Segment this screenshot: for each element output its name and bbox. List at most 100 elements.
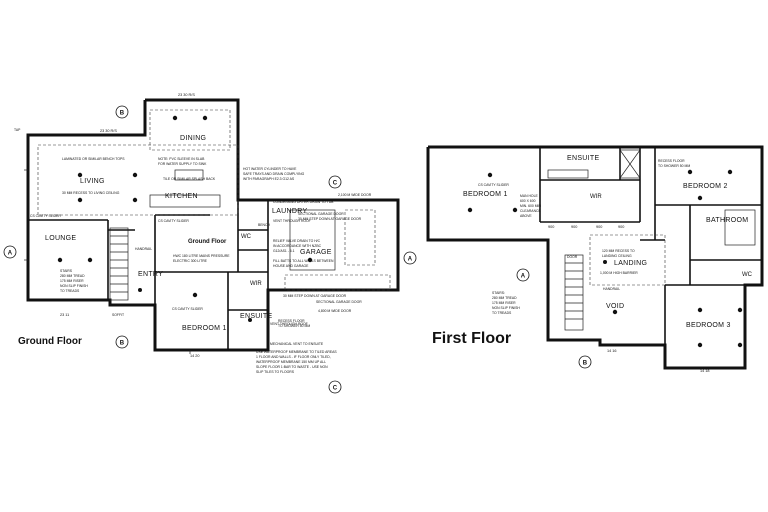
light-fixture — [138, 288, 142, 292]
room-first-void: VOID — [606, 303, 624, 310]
landing-recess-outline — [589, 234, 666, 286]
room-lounge: LOUNGE — [45, 235, 76, 242]
room-first-bedroom-3: BEDROOM 3 — [686, 322, 731, 329]
note-step-down2: 30 MM STEP DOWN AT GARAGE DOOR — [283, 294, 347, 298]
note-waterproof5: SLIP TILES TO FLOORS — [256, 370, 295, 374]
note-stairs2: 280 MM TREAD — [60, 274, 85, 278]
note-recess-floor2: TO SHOWER 50 MM — [278, 324, 310, 328]
svg-text:B: B — [583, 361, 588, 367]
first-floor-title: First Floor — [432, 330, 511, 347]
note-mech-vent: MECHANICAL VENT TO ENSUITE — [270, 342, 324, 346]
note-recess-living: 30 MM RECESS TO LIVING CEILING — [62, 191, 120, 195]
room-dining: DINING — [180, 135, 206, 142]
note-waterproof3: WATERPROOF MEMBRANE 150 MM UP ALL — [256, 360, 326, 364]
shower-mark — [619, 149, 641, 179]
svg-text:B: B — [120, 111, 125, 117]
note-manhole2: 600 X 600 — [520, 199, 536, 203]
light-fixture — [687, 169, 693, 175]
svg-text:A: A — [521, 274, 526, 280]
note-hwc2: ELECTRIC 300 LITRE — [173, 259, 208, 263]
note-tap: TAP — [14, 128, 21, 132]
light-fixture — [697, 342, 703, 348]
note-stairs4: NON SLIP FINISH — [60, 284, 88, 288]
note-relief2: IN ACCORDANCE WITH NZBC — [273, 244, 322, 248]
room-first-ensuite: ENSUITE — [567, 155, 599, 162]
dim-first-4: 900 — [618, 225, 624, 229]
note-stairs4: NON SLIP FINISH — [492, 306, 520, 310]
room-ensuite: ENSUITE — [240, 313, 272, 320]
svg-text:B: B — [120, 341, 125, 347]
dim-first-bottom-1: 14 16 — [607, 349, 617, 353]
note-stairs2: 280 MM TREAD — [492, 296, 517, 300]
light-fixture — [77, 197, 83, 203]
svg-text:C: C — [333, 181, 338, 187]
light-fixture — [737, 342, 743, 348]
room-wir: WIR — [250, 281, 262, 287]
note-stairs5: TO TREADS — [492, 311, 512, 315]
light-fixture — [57, 257, 63, 263]
dim-first-1: 900 — [548, 225, 554, 229]
light-fixture — [697, 307, 703, 313]
first-stairs — [564, 254, 584, 331]
note-manhole3: MIN. 600 MIN — [520, 204, 541, 208]
note-condensing: CONDENSING DRYER DRAIN TO TUB — [273, 200, 334, 204]
note-cs-cavity: CS CAVITY SLIDER — [30, 214, 61, 218]
note-pvc2: FOR WATER SUPPLY TO SINK — [158, 162, 207, 166]
note-cs-cavity3: CS CAVITY SLIDER — [172, 307, 203, 311]
note-cs-slider: CS CAVITY SLIDER — [478, 183, 509, 187]
note-manhole5: ABOVE — [520, 214, 532, 218]
note-recess-landing2: LANDING CEILING — [602, 254, 632, 258]
note-hot-water: HOT WATER CYLINDER TO HAVE — [243, 167, 297, 171]
note-vent-roof2: VENT THROUGH ROOF — [270, 322, 308, 326]
note-hot-water2: SAFE TRAYS AND DRAIN COMPLYING — [243, 172, 305, 176]
note-cs-cavity2: CS CAVITY SLIDER — [158, 219, 189, 223]
svg-text:A: A — [8, 251, 13, 257]
note-stairs3: 175 MM RISER — [492, 301, 516, 305]
room-kitchen: KITCHEN — [165, 193, 198, 200]
dim-first-2: 900 — [571, 225, 577, 229]
note-manhole: MAN HOLE — [520, 194, 538, 198]
room-laundry: LAUNDRY — [272, 208, 307, 215]
kitchen-island — [174, 169, 204, 181]
light-fixture — [697, 195, 703, 201]
label-door: DOOR — [567, 255, 578, 259]
dim-bottom-1: 23 11 — [60, 313, 69, 317]
dim-first-3: 900 — [596, 225, 602, 229]
note-stairs5: TO TREADS — [60, 289, 80, 293]
note-sectional: SECTIONAL GARAGE DOOR — [298, 212, 344, 216]
room-first-wir: WIR — [590, 194, 602, 200]
note-tile: TILE OR SIMILAR SPLASH BACK — [163, 177, 216, 181]
note-stairs3: 175 MM RISER — [60, 279, 84, 283]
dim-left: 23 30 R/S — [100, 129, 117, 133]
note-recess-floor: RECESS FLOOR — [658, 159, 685, 163]
note-recess-floor2: TO SHOWER 50 MM — [658, 164, 690, 168]
note-walls2: HOUSE AND GARAGE — [273, 264, 309, 268]
grid-marker-c-top: C — [328, 175, 342, 189]
light-fixture — [737, 307, 743, 313]
room-first-landing: LANDING — [614, 260, 647, 267]
note-barrier: 1,000 M HIGH BARRIER — [600, 271, 638, 275]
ground-stairs — [109, 227, 129, 301]
light-fixture — [87, 257, 93, 263]
ground-floor-title: Ground Floor — [18, 336, 82, 347]
room-wc: WC — [241, 234, 252, 240]
room-first-bathroom: BATHROOM — [706, 217, 748, 224]
light-fixture — [727, 169, 733, 175]
first-floor-plan: ENSUITE BEDROOM 1 WIR BEDROOM 2 BATHROOM… — [426, 145, 764, 373]
note-hwc: HWC 180 LITRE MAINS PRESSURE — [173, 254, 230, 258]
shower — [619, 149, 641, 179]
room-entry: ENTRY — [138, 271, 163, 278]
light-fixture — [487, 172, 493, 178]
note-vent-roof: VENT THROUGH ROOF — [273, 219, 311, 223]
note-door-2100: 2,100 M WIDE DOOR — [338, 193, 372, 197]
light-fixture — [202, 115, 208, 121]
note-bench: BENCH — [258, 223, 270, 227]
note-manhole4: CLEARANCE — [520, 209, 541, 213]
living-recess-outline — [37, 144, 239, 216]
room-first-wc: WC — [742, 272, 753, 278]
dim-top: 23 30 R/S — [178, 93, 195, 97]
note-sectional2: SECTIONAL GARAGE DOOR — [316, 300, 362, 304]
light-fixture — [512, 207, 518, 213]
grid-marker-a-first: A — [516, 268, 530, 282]
svg-text:A: A — [408, 257, 413, 263]
